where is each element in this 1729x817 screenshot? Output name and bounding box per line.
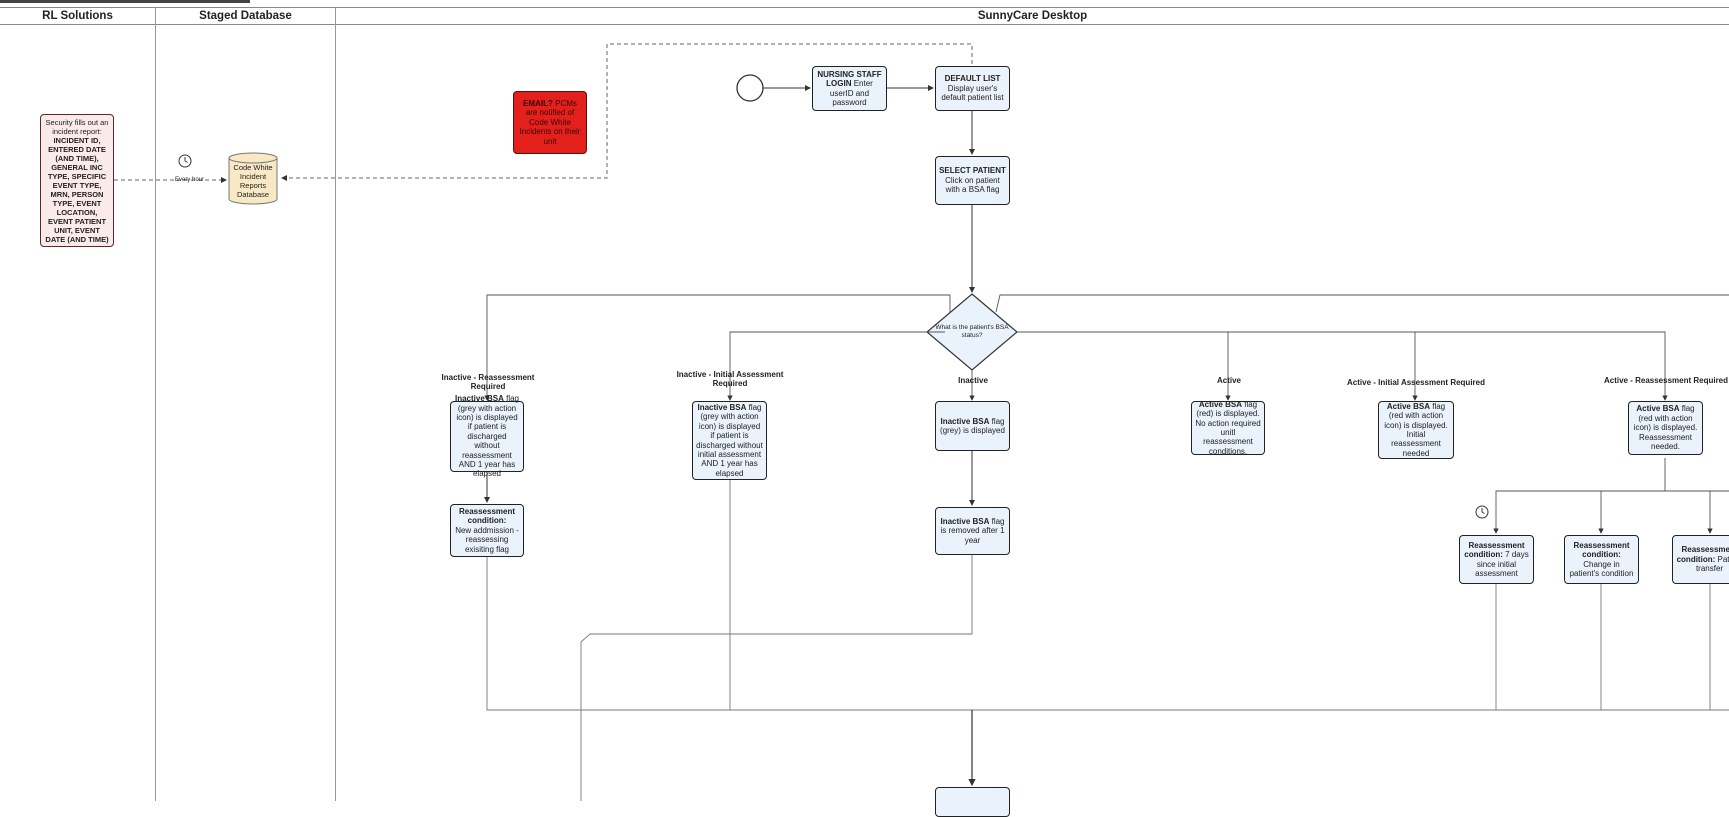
b5-text: flag (red with action icon) is displayed… — [1384, 401, 1448, 458]
b6-text: flag (red with action icon) is displayed… — [1633, 404, 1698, 452]
lane-header-sunnycare: SunnyCare Desktop — [977, 10, 1088, 22]
select-patient-title: SELECT PATIENT — [939, 166, 1006, 176]
branch-active-connector — [1017, 331, 1231, 401]
inactive-initial-box: Inactive BSA flag (grey with action icon… — [692, 401, 767, 480]
r1-title: Reassessment condition: — [458, 506, 516, 526]
b3-text: flag (grey) is displayed — [940, 416, 1005, 435]
b3-title: Inactive BSA — [940, 416, 990, 426]
reassess-fanout-connector — [1493, 458, 1666, 534]
email-box-title: EMAIL? — [523, 98, 553, 108]
email-box-text: PCMs are notified of Code White Incident… — [519, 98, 581, 146]
branch-label-active-initial: Active - Initial Assessment Required — [1347, 378, 1485, 387]
final-step-box — [935, 787, 1010, 817]
branch-top-right-connector — [995, 294, 1729, 313]
reassess-new-admission-box: Reassessment condition: New addmission -… — [450, 504, 524, 557]
database-icon — [228, 152, 278, 205]
incident-report-fields: INCIDENT ID, ENTERED DATE (AND TIME), GE… — [45, 135, 109, 244]
r3-title: Reassessment condition: — [1573, 540, 1630, 560]
database-label: Code White Incident Reports Database — [233, 163, 273, 199]
r4-text: Patient transfer — [1695, 554, 1729, 574]
b2-text: flag (grey with action icon) is displaye… — [696, 402, 763, 478]
default-list-title: DEFAULT LIST — [944, 74, 1001, 84]
r1-text: New addmission - reassessing exisiting f… — [455, 525, 519, 554]
default-list-box: DEFAULT LIST Display user's default pati… — [935, 66, 1010, 111]
b6-title: Active BSA — [1636, 404, 1680, 414]
b3b-text: flag is removed after 1 year — [940, 516, 1005, 545]
b3b-loop-connector — [580, 555, 973, 801]
b4-title: Active BSA — [1198, 399, 1242, 409]
clock-icon — [178, 154, 192, 168]
b1-title: Inactive BSA — [454, 394, 504, 404]
login-text: Enter userID and password — [829, 79, 873, 107]
reassess-fanout-connector — [1665, 490, 1713, 534]
inactive-reassess-box: Inactive BSA flag (grey with action icon… — [450, 394, 524, 478]
branch-active-reassess-connector — [1415, 331, 1668, 401]
b2-title: Inactive BSA — [697, 402, 747, 412]
select-patient-box: SELECT PATIENT Click on patient with a B… — [935, 156, 1010, 205]
active-box: Active BSA flag (red) is displayed. No a… — [1191, 399, 1265, 456]
inactive-removed-box: Inactive BSA flag is removed after 1 yea… — [935, 507, 1010, 555]
default-to-db-dashed-connector — [281, 43, 973, 181]
b5-title: Active BSA — [1386, 401, 1430, 411]
branch-label-inactive: Inactive — [958, 376, 988, 385]
b1-text: flag (grey with action icon) is displaye… — [456, 394, 520, 479]
email-notification-box: EMAIL? PCMs are notified of Code White I… — [513, 91, 587, 154]
branch-label-inactive-reassess: Inactive - Reassessment Required — [441, 373, 535, 392]
active-reassess-box: Active BSA flag (red with action icon) i… — [1628, 401, 1703, 455]
decision-label: What is the patient's BSA status? — [935, 324, 1009, 339]
lane-header-staged: Staged Database — [199, 10, 292, 22]
r2-title: Reassessment condition: — [1464, 540, 1525, 560]
branch-inactive-reassess-connector — [484, 294, 951, 401]
default-list-text: Display user's default patient list — [941, 83, 1004, 103]
r2-text: 7 days since initial assessment — [1475, 550, 1529, 578]
active-initial-box: Active BSA flag (red with action icon) i… — [1378, 401, 1454, 459]
start-node — [736, 74, 764, 102]
branch-inactive-initial-connector — [727, 331, 945, 401]
incident-report-box: Security fills out an incident report: I… — [40, 114, 114, 247]
branch-label-inactive-initial: Inactive - Initial Assessment Required — [676, 370, 784, 389]
every-hour-label: Every hour — [175, 177, 205, 183]
nursing-login-box: NURSING STAFF LOGIN Enter userID and pas… — [812, 66, 887, 111]
reassess-transfer-box: Reassessment condition: Patient transfer — [1672, 535, 1729, 584]
login-title: NURSING STAFF LOGIN — [817, 69, 882, 89]
b4-text: flag (red) is displayed. No action requi… — [1195, 399, 1261, 456]
select-patient-text: Click on patient with a BSA flag — [945, 175, 1000, 195]
r4-title: Reassessment condition: — [1676, 545, 1729, 564]
merge-connector — [486, 557, 1729, 711]
r3-text: Change in patient's condition — [1569, 559, 1634, 578]
reassess-7-days-box: Reassessment condition: 7 days since ini… — [1459, 535, 1534, 584]
branch-label-active: Active — [1216, 376, 1242, 385]
branch-label-active-reassess: Active - Reassessment Required — [1603, 376, 1729, 385]
incident-report-intro: Security fills out an incident report: — [45, 117, 109, 136]
b3b-title: Inactive BSA — [940, 516, 990, 526]
title-remnant — [0, 0, 250, 3]
clock-icon — [1475, 505, 1489, 519]
inactive-box: Inactive BSA flag (grey) is displayed — [935, 401, 1010, 451]
reassess-condition-change-box: Reassessment condition: Change in patien… — [1564, 535, 1639, 584]
lane-header-rl: RL Solutions — [42, 10, 113, 22]
branch-active-initial-connector — [1228, 331, 1418, 401]
